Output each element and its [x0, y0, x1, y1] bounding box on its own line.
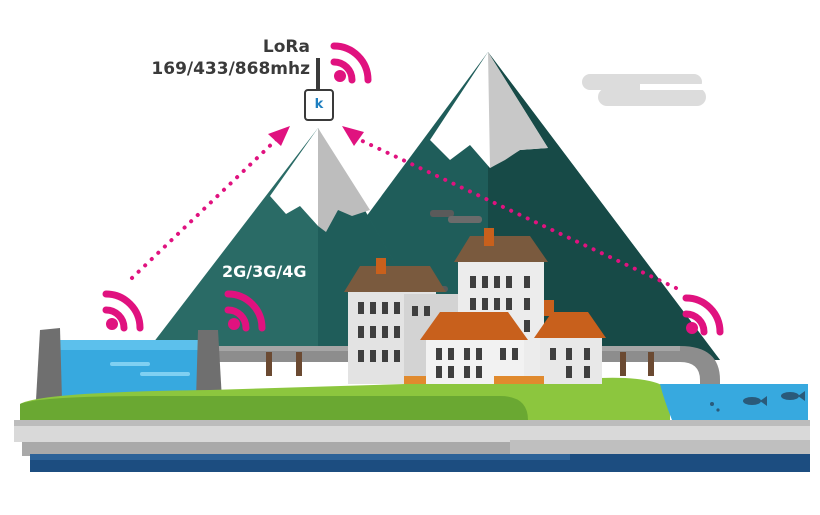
gateway-letter: k: [314, 97, 324, 112]
fish-icon: [781, 391, 805, 401]
link-left-to-gateway: [130, 136, 280, 280]
wifi-signal-icon: [102, 290, 144, 332]
wifi-signal-icon: [682, 294, 724, 336]
reservoir: [36, 328, 222, 400]
arrowheads: [268, 126, 364, 146]
lora-label-line2: 169/433/868mhz: [151, 59, 310, 79]
town: [344, 228, 606, 384]
river: [660, 384, 808, 420]
cellular-label: 2G/3G/4G: [222, 262, 307, 281]
ground-base: [14, 420, 810, 472]
lora-label-line1: LoRa: [262, 37, 310, 57]
arrowhead-left: [268, 126, 290, 146]
arrowhead-right: [342, 126, 364, 146]
gateway-device-icon: [304, 58, 334, 121]
cloud: [582, 74, 718, 106]
fish-icon: [743, 396, 767, 406]
wifi-signal-icon: [224, 290, 266, 332]
wifi-signal-icon: [330, 42, 372, 84]
signal-links: [130, 136, 678, 290]
grass: [20, 377, 670, 420]
lora-label: LoRa 169/433/868mhz: [130, 36, 310, 80]
